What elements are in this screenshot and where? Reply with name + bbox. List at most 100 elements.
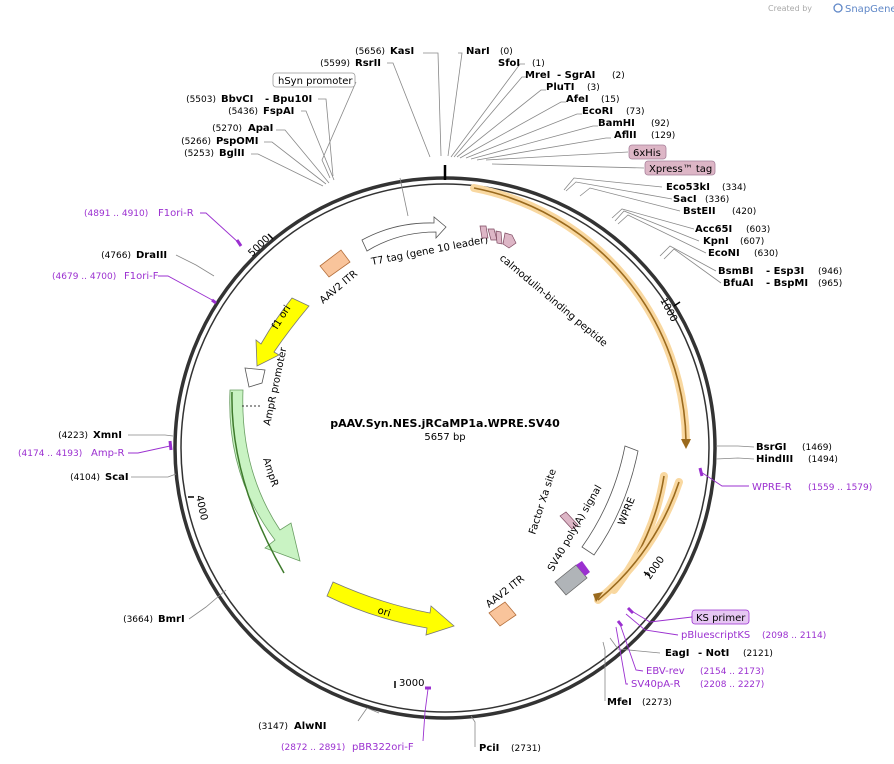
aav2-itr-top-feature: [319, 249, 351, 278]
site-pos-econi: (630): [754, 249, 778, 259]
site-pos-bamhi: (92): [651, 119, 669, 129]
site-bamhi: BamHI: [598, 118, 635, 129]
site-pos-bsteii: (420): [732, 207, 756, 217]
site-kasi: KasI: [390, 46, 414, 57]
calmodulin-label: calmodulin-binding peptide: [497, 253, 609, 349]
snapgene-logo-icon: [833, 3, 843, 13]
aav2-itr-top-label: AAV2 ITR: [318, 268, 360, 306]
plasmid-name: pAAV.Syn.NES.jRCaMP1a.WPRE.SV40: [330, 417, 560, 430]
site-pos-xmni: (4223): [58, 431, 88, 441]
t7-tag-arrow: [361, 216, 447, 252]
site-sgrai: - SgrAI: [557, 70, 595, 81]
primer-pbluescriptks: pBluescriptKS: [681, 630, 750, 641]
f1-ori-arrow: [255, 297, 310, 367]
site-bsrgi: BsrGI: [756, 442, 786, 453]
primer-f1ori-r: F1ori-R: [158, 208, 194, 219]
site-kpni: KpnI: [703, 236, 729, 247]
site-draiii: DraIII: [136, 250, 167, 261]
primer-mark-ebv-rev: [616, 620, 624, 627]
primer-leader-lines: [128, 212, 749, 742]
site-pluti: PluTI: [546, 82, 574, 93]
site-saci: SacI: [673, 194, 697, 205]
site-bglii: BglII: [219, 148, 245, 159]
primer-pos-wpre-r: (1559 .. 1579): [808, 483, 872, 493]
tick-label-5000: 5000: [246, 234, 272, 260]
ori-arrow: [326, 581, 455, 636]
site-pos-kasi: (5656): [355, 47, 385, 57]
site-pos-ecori: (73): [626, 107, 644, 117]
site-hindiii: HindIII: [756, 454, 793, 465]
primer-f1ori-f: F1ori-F: [124, 271, 159, 282]
6xhis-label: 6xHis: [633, 148, 661, 159]
primer-pos-sv40pa-r: (2208 .. 2227): [700, 680, 764, 690]
site-pos-aflii: (129): [651, 131, 675, 141]
tick-mark-5000: [267, 233, 274, 240]
primer-pos-amp-r: (4174 .. 4193): [18, 449, 82, 459]
site-pspomi: PspOMI: [216, 136, 258, 147]
plasmid-size: 5657 bp: [424, 432, 465, 443]
site-pos-scai: (4104): [70, 473, 100, 483]
site-alwni: AlwNI: [294, 721, 327, 732]
primer-wpre-r: WPRE-R: [752, 482, 792, 493]
site-pos-bmri: (3664): [123, 615, 153, 625]
backbone-outer-ring: [173, 176, 717, 720]
site-xmni: XmnI: [93, 430, 122, 441]
hsyn-promoter-label: hSyn promoter: [278, 76, 353, 87]
tick-marks: [188, 233, 681, 688]
site-pos-pcii: (2731): [511, 744, 541, 754]
xpress-tag-label: Xpress™ tag: [649, 164, 712, 175]
factor-xa-label: Factor Xa site: [527, 468, 558, 536]
site-pos-acc65i: (603): [746, 225, 770, 235]
site-pos-nari: (0): [500, 47, 513, 57]
ks-primer-box: [691, 609, 750, 625]
site-mfei: MfeI: [607, 697, 632, 708]
primer-pos-ebv-rev: (2154 .. 2173): [700, 667, 764, 677]
site-bsteii: BstEII: [683, 206, 716, 217]
site-pos-mrei: (2): [612, 71, 625, 81]
site-eco53ki: Eco53kI: [666, 182, 710, 193]
primer-pbr322ori-f: pBR322ori-F: [352, 742, 414, 753]
site-afei: AfeI: [566, 94, 589, 105]
created-by-text: Created by: [768, 4, 812, 13]
tag-arrows: [479, 225, 517, 249]
primer-pos-f1ori-f: (4679 .. 4700): [52, 272, 116, 282]
orange-arc-arrowhead-bottom: [593, 592, 603, 602]
xpress-tag-box: [644, 160, 716, 176]
site-pos-bsrgi: (1469): [802, 443, 832, 453]
orange-arc-arrowhead-top: [681, 439, 691, 449]
ampr-strand-line: [231, 391, 285, 574]
sv40-polya-marker: [576, 561, 590, 576]
site-bspmi: - BspMI: [766, 278, 808, 289]
site-pos-bfuai: (965): [818, 279, 842, 289]
site-pos-bsmbi: (946): [818, 267, 842, 277]
ampr-arrow: [229, 389, 301, 562]
primer-ebv-rev: EBV-rev: [646, 666, 685, 677]
ampr-label: AmpR: [260, 457, 280, 489]
aav2-itr-bottom-feature: [488, 601, 517, 627]
factor-xa-feature: [559, 511, 579, 530]
site-econi: EcoNI: [708, 248, 740, 259]
site-ecori: EcoRI: [582, 106, 613, 117]
site-pos-eco53ki: (334): [722, 183, 746, 193]
site-esp3i: - Esp3I: [766, 266, 804, 277]
wpre-arrow: [581, 445, 639, 556]
tick-label-3000: 3000: [399, 678, 424, 689]
site-pos-pluti: (3): [587, 83, 600, 93]
snapgene-brand: SnapGene: [845, 4, 894, 15]
site-pos-eagi: (2121): [743, 649, 773, 659]
site-apai: ApaI: [248, 123, 273, 134]
site-pos-mfei: (2273): [642, 698, 672, 708]
site-pos-bbvci: (5503): [186, 95, 216, 105]
site-eagi: EagI: [665, 648, 689, 659]
site-pos-hindiii: (1494): [808, 455, 838, 465]
primer-mark-amp-r: [168, 440, 173, 451]
site-mrei: MreI: [525, 70, 550, 81]
site-rsrii: RsrII: [355, 58, 381, 69]
site-pos-fspai: (5436): [228, 107, 258, 117]
site-bfuai: BfuAI: [723, 278, 754, 289]
tick-mark-1000: [673, 301, 681, 307]
primer-ks: KS primer: [696, 613, 746, 624]
ori-label: ori: [376, 605, 392, 619]
6xhis-box: [628, 144, 667, 160]
site-fspai: FspAI: [263, 106, 294, 117]
